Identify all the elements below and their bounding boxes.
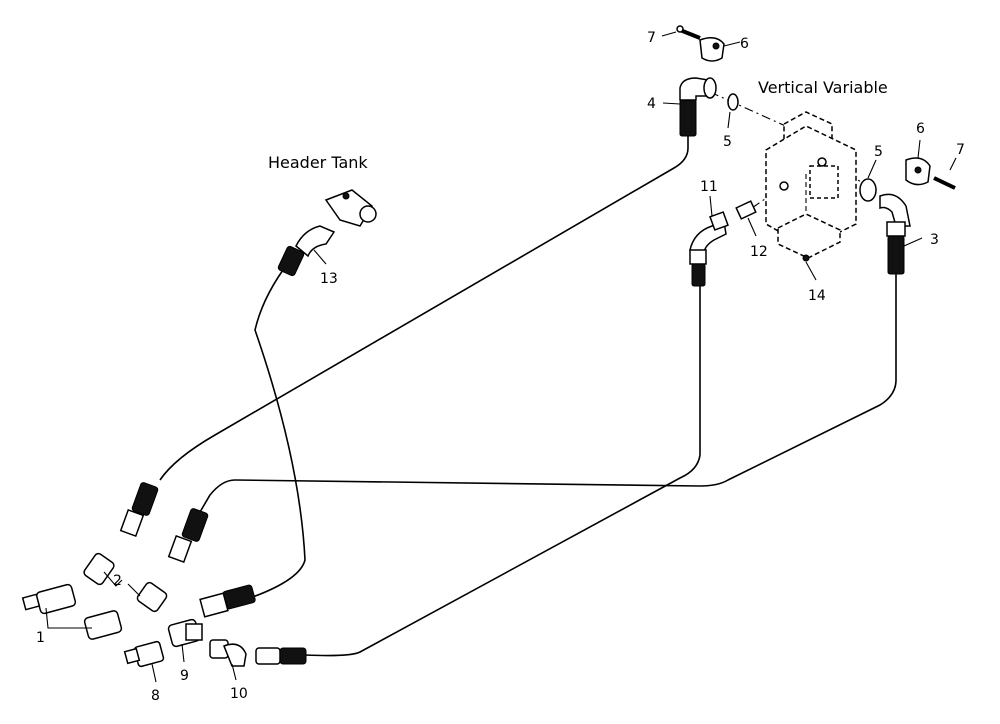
part-12-adapter xyxy=(735,200,757,220)
hose-end-item-3 xyxy=(167,508,209,564)
leader-11 xyxy=(709,195,713,217)
part-11-elbow-fitting xyxy=(689,211,729,287)
vertical-variable-label: Vertical Variable xyxy=(758,78,888,97)
part-2-fitting-lower xyxy=(136,581,168,613)
leader-10 xyxy=(231,663,237,681)
part-13-elbow-fitting xyxy=(277,225,336,277)
leader-5a xyxy=(727,111,731,129)
callout-3: 3 xyxy=(930,232,939,248)
callout-5-upper: 5 xyxy=(723,134,732,150)
callout-11: 11 xyxy=(700,179,718,195)
part-8-fitting xyxy=(123,640,165,668)
part-4-elbow-fitting xyxy=(679,77,717,137)
part-9-tee-fitting xyxy=(167,618,203,648)
callout-1: 1 xyxy=(36,630,45,646)
hose-from-item-3 xyxy=(199,272,897,513)
part-7-bolt-upper xyxy=(676,25,701,40)
callout-7-right: 7 xyxy=(956,142,965,158)
leader-3 xyxy=(903,237,923,247)
callout-2: 2 xyxy=(113,573,122,589)
part-10-elbow-fitting xyxy=(209,639,247,667)
callout-14: 14 xyxy=(808,288,826,304)
callout-13: 13 xyxy=(320,271,338,287)
leader-4 xyxy=(662,102,681,105)
leader-2 xyxy=(103,571,141,597)
part-1-fitting-upper xyxy=(21,583,77,615)
leader-8 xyxy=(151,663,157,683)
callout-5-right: 5 xyxy=(874,144,883,160)
part-3-elbow-fitting xyxy=(879,193,911,275)
hose-from-item-4 xyxy=(159,134,689,481)
leader-7b xyxy=(949,157,957,171)
leader-6a xyxy=(723,41,741,47)
leader-12 xyxy=(747,217,757,237)
hose-end-item-13 xyxy=(199,584,256,618)
hose-end-item-11 xyxy=(255,647,307,665)
callout-10: 10 xyxy=(230,686,248,702)
hose-end-item-4 xyxy=(119,482,159,538)
part-1-fitting-lower xyxy=(83,610,123,640)
part-2-fitting-upper xyxy=(83,552,115,586)
callout-6-right: 6 xyxy=(916,121,925,137)
leader-13 xyxy=(313,249,327,265)
callout-7-upper: 7 xyxy=(647,30,656,46)
callout-12: 12 xyxy=(750,244,768,260)
hose-from-item-13 xyxy=(249,269,306,599)
header-tank-fitting xyxy=(324,189,377,227)
hose-from-item-11 xyxy=(304,282,701,657)
header-tank-label: Header Tank xyxy=(268,153,368,172)
part-6-clamp-right xyxy=(905,157,931,186)
callout-9: 9 xyxy=(180,668,189,684)
leader-14 xyxy=(805,261,817,281)
part-6-clamp-upper xyxy=(699,37,725,62)
leader-9 xyxy=(181,643,185,663)
callout-8: 8 xyxy=(151,688,160,704)
leader-7a xyxy=(661,31,677,37)
part-5-o-ring-right xyxy=(859,178,877,202)
vertical-variable-unit xyxy=(765,111,857,262)
leader-5b xyxy=(867,159,877,179)
part-5-o-ring-upper xyxy=(727,93,739,111)
alignment-line-left xyxy=(709,91,791,129)
callout-6-upper: 6 xyxy=(740,36,749,52)
leader-1 xyxy=(45,607,92,629)
part-7-bolt-right xyxy=(933,176,956,190)
leader-6b xyxy=(917,139,921,159)
callout-4: 4 xyxy=(647,96,656,112)
